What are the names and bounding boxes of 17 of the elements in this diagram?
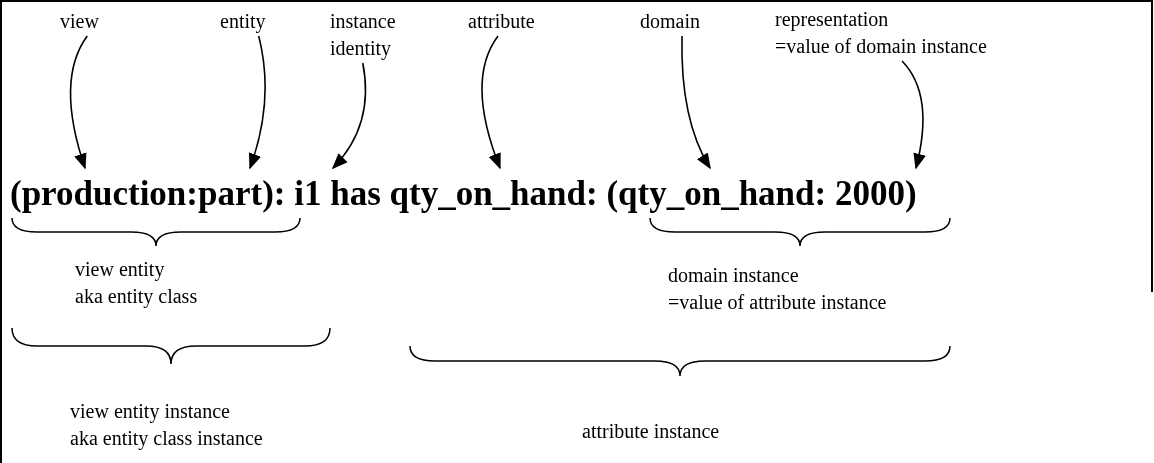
annotation-label: instance identity xyxy=(330,8,396,62)
arrow xyxy=(331,62,367,170)
brace-label: view entity instance aka entity class instance xyxy=(70,399,263,452)
annotation-label: representation =value of domain instance xyxy=(775,6,987,60)
annotation-label: domain xyxy=(640,8,700,35)
arrow xyxy=(69,35,88,170)
formula-text: (production:part): i1 has qty_on_hand: (qty_on_hand: 2000) xyxy=(10,174,917,214)
brace-label: domain instance =value of attribute instance xyxy=(668,263,887,315)
brace-label: view entity aka entity class xyxy=(75,257,198,310)
arrow xyxy=(681,35,711,170)
annotation-label: view xyxy=(60,8,99,35)
annotation-label: attribute xyxy=(468,8,535,35)
arrow xyxy=(481,35,501,170)
arrow xyxy=(248,35,266,170)
annotation-label: entity xyxy=(220,8,266,35)
brace-label: attribute instance xyxy=(582,419,720,444)
arrow xyxy=(901,60,926,170)
